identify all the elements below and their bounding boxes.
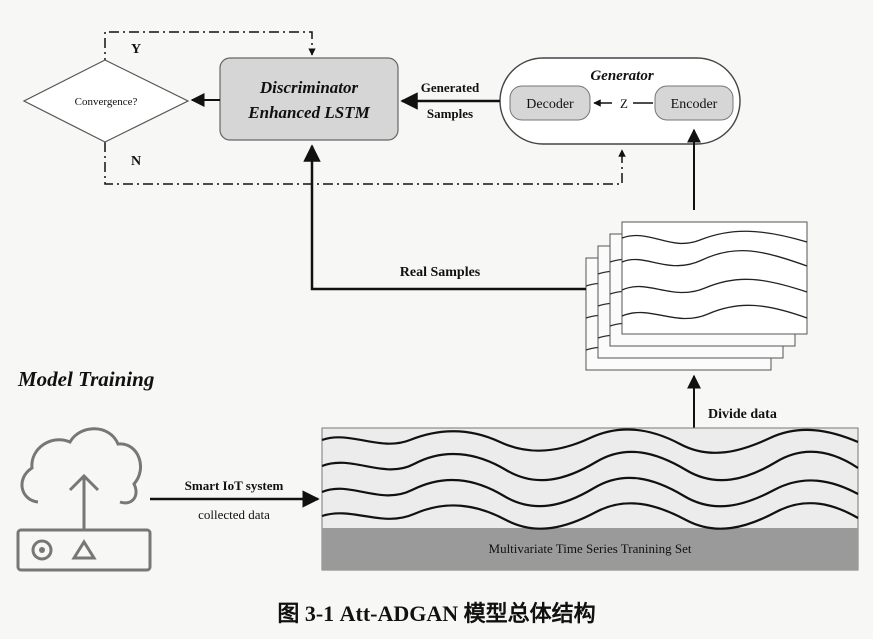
real-samples-arrow (303, 144, 586, 291)
divide-data-label: Divide data (708, 407, 777, 422)
generated-label-2: Samples (427, 106, 473, 121)
upload-arrow-head (68, 473, 100, 492)
figure-caption: 图 3-1 Att-ADGAN 模型总体结构 (277, 601, 596, 626)
iot-label-1: Smart IoT system (185, 478, 284, 493)
decoder-box (509, 85, 591, 121)
training-set-label: Multivariate Time Series Tranining Set (489, 541, 692, 556)
decoder-label: Decoder (526, 97, 574, 112)
discriminator-box (219, 57, 399, 141)
latent-z-label: Z (620, 96, 628, 111)
generated-label-1: Generated (421, 80, 480, 95)
iot-label-2: collected data (198, 507, 270, 522)
encoder-box (654, 85, 734, 121)
no-label: N (131, 154, 141, 169)
sample-windows-stack (585, 221, 808, 371)
device-box (16, 528, 152, 572)
generator-title: Generator (590, 68, 653, 84)
convergence-diamond (22, 59, 190, 143)
architecture-diagram: Convergence? Y N Discriminator Enhanced … (16, 31, 859, 572)
device-warning-icon (71, 539, 97, 560)
training-set-band (322, 528, 858, 570)
iot-device-icon (16, 427, 152, 572)
time-series-waves (321, 428, 859, 530)
no-feedback-line (104, 142, 626, 185)
convergence-label: Convergence? (75, 96, 138, 108)
encoder-label: Encoder (671, 97, 718, 112)
yes-label: Y (131, 42, 141, 57)
sample-window-front (621, 221, 808, 335)
real-samples-label: Real Samples (400, 265, 481, 280)
section-title: Model Training (17, 367, 154, 391)
device-dial-icon (31, 539, 53, 561)
cloud-icon (20, 427, 143, 505)
discriminator-title: Discriminator (259, 78, 359, 97)
discriminator-subtitle: Enhanced LSTM (247, 103, 370, 122)
